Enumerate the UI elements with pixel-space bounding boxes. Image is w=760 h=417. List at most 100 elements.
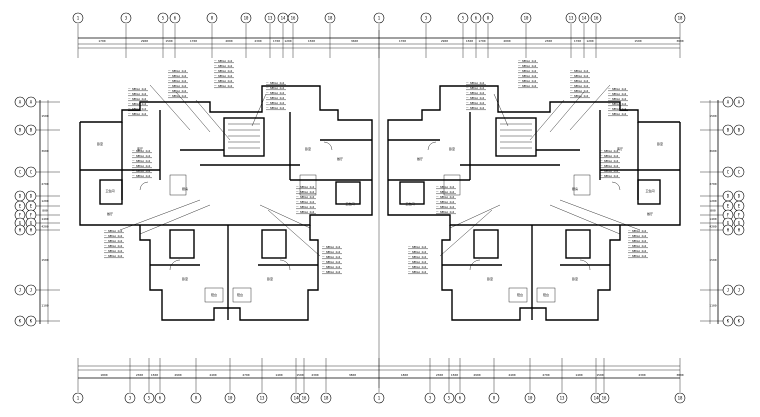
svg-text:10: 10: [524, 15, 529, 20]
wiring-note: 一 NEKLA 2x4: [322, 265, 341, 269]
wiring-note: 一 NEKLA 2x4: [132, 149, 151, 153]
wiring-note: 一 NEKLA 2x4: [322, 270, 341, 274]
right-dimension: 1400: [709, 217, 716, 221]
svg-text:A: A: [738, 99, 741, 104]
bottom-dimension: 2300: [136, 373, 143, 377]
room-label: 阳台: [211, 292, 217, 297]
wiring-note: 一 NEKLA 2x4: [132, 164, 151, 168]
svg-text:18: 18: [678, 15, 683, 20]
room-label: 卧室: [449, 146, 455, 151]
wiring-note: 一 NEKLA 2x4: [408, 260, 427, 264]
wiring-note: 一 NEKLA 2x4: [214, 74, 233, 78]
right-axis-bubble: B: [722, 124, 734, 136]
wiring-note: 一 NEKLA 2x4: [600, 154, 619, 158]
wiring-note: 一 NEKLA 2x4: [466, 86, 485, 90]
svg-text:6: 6: [174, 15, 177, 20]
wiring-note: 一 NEKLA 2x4: [132, 154, 151, 158]
wiring-note: 一 NEKLA 2x4: [466, 106, 485, 110]
wiring-note: 一 NEKLA 2x4: [132, 159, 151, 163]
wiring-note: 一 NEKLA 2x4: [518, 79, 537, 83]
wiring-note: 一 NEKLA 2x4: [408, 245, 427, 249]
bottom-axis-bubble: 10: [224, 392, 236, 404]
right-dimension: 4200: [709, 225, 716, 229]
top-dimension: 2300: [545, 39, 552, 43]
svg-text:B: B: [738, 127, 741, 132]
svg-text:16: 16: [594, 15, 599, 20]
bottom-dimension: 2400: [508, 373, 515, 377]
wiring-note: 一 NEKLA 2x4: [128, 97, 147, 101]
svg-text:E: E: [738, 203, 741, 208]
wiring-note: 一 NEKLA 2x4: [408, 265, 427, 269]
svg-text:3: 3: [129, 395, 132, 400]
svg-text:1: 1: [77, 15, 80, 20]
bottom-dimension: 2400: [209, 373, 216, 377]
wiring-note: 一 NEKLA 2x4: [128, 102, 147, 106]
wiring-note: 一 NEKLA 2x4: [322, 255, 341, 259]
building-right: [387, 84, 681, 321]
wiring-note: 一 NEKLA 2x4: [128, 112, 147, 116]
svg-text:18: 18: [678, 395, 683, 400]
wiring-note: 一 NEKLA 2x4: [104, 244, 123, 248]
svg-text:10: 10: [244, 15, 249, 20]
wiring-note: 一 NEKLA 2x4: [214, 59, 233, 63]
wiring-note: 一 NEKLA 2x4: [266, 101, 285, 105]
left-axis-bubble: H: [25, 224, 37, 236]
top-dimension: 2300: [254, 39, 261, 43]
wiring-note: 一 NEKLA 2x4: [466, 96, 485, 100]
room-label: 餐厅: [337, 156, 343, 161]
wiring-note: 一 NEKLA 2x4: [296, 210, 315, 214]
svg-text:B: B: [19, 127, 22, 132]
left-axis-bubble: A: [25, 96, 37, 108]
right-dimension: 1500: [709, 258, 716, 262]
bottom-dimension: 1500: [451, 373, 458, 377]
right-axis-bubble: A: [722, 96, 734, 108]
room-label: 阳台: [517, 292, 523, 297]
bottom-axis-bubble: 6: [154, 392, 166, 404]
top-dimension: 1500: [466, 39, 473, 43]
room-label: 客厅: [617, 146, 623, 151]
top-dimension: 1200: [586, 39, 593, 43]
right-dimension: 2700: [709, 182, 716, 186]
svg-text:E: E: [727, 203, 730, 208]
right-axis-bubble: J: [733, 284, 745, 296]
wiring-note: 一 NEKLA 2x4: [296, 195, 315, 199]
wiring-note: 一 NEKLA 2x4: [600, 174, 619, 178]
room-label: 卧室: [572, 276, 578, 281]
bottom-axis-bubble: 10: [524, 392, 536, 404]
svg-text:18: 18: [328, 15, 333, 20]
top-dimension: 1700: [574, 39, 581, 43]
bottom-dimension: 2300: [436, 373, 443, 377]
bottom-axis-bubble: 3: [424, 392, 436, 404]
top-dimension: 1500: [308, 39, 315, 43]
wiring-note: 一 NEKLA 2x4: [518, 59, 537, 63]
top-axis-bubble: 10: [240, 12, 252, 24]
svg-text:D: D: [738, 193, 741, 198]
wiring-note: 一 NEKLA 2x4: [436, 190, 455, 194]
left-axis-bubble: J: [14, 284, 26, 296]
room-label: 卧室: [97, 141, 103, 146]
left-dimension: 1500: [41, 258, 48, 262]
top-axis-bubble: 3: [120, 12, 132, 24]
top-axis-bubble: 3: [420, 12, 432, 24]
wiring-note: 一 NEKLA 2x4: [436, 205, 455, 209]
left-dimension: 1400: [41, 217, 48, 221]
left-axis-bubble: E: [14, 200, 26, 212]
svg-text:1: 1: [77, 395, 80, 400]
svg-text:J: J: [19, 287, 21, 292]
bottom-dimension: 3800: [349, 373, 356, 377]
right-axis-bubble: B: [733, 124, 745, 136]
wiring-note: 一 NEKLA 2x4: [628, 234, 647, 238]
right-dimension: 800: [710, 209, 716, 213]
left-axis-bubble: C: [14, 166, 26, 178]
svg-text:F: F: [30, 212, 33, 217]
svg-text:13: 13: [569, 15, 574, 20]
wiring-note: 一 NEKLA 2x4: [628, 244, 647, 248]
left-axis-bubble: C: [25, 166, 37, 178]
top-dimension: 1700: [399, 39, 406, 43]
svg-text:A: A: [19, 99, 22, 104]
wiring-note: 一 NEKLA 2x4: [608, 87, 627, 91]
top-dimension: 3600: [351, 39, 358, 43]
room-label: 餐厅: [647, 211, 653, 216]
bottom-axis-bubble: 3: [124, 392, 136, 404]
svg-text:J: J: [738, 287, 740, 292]
